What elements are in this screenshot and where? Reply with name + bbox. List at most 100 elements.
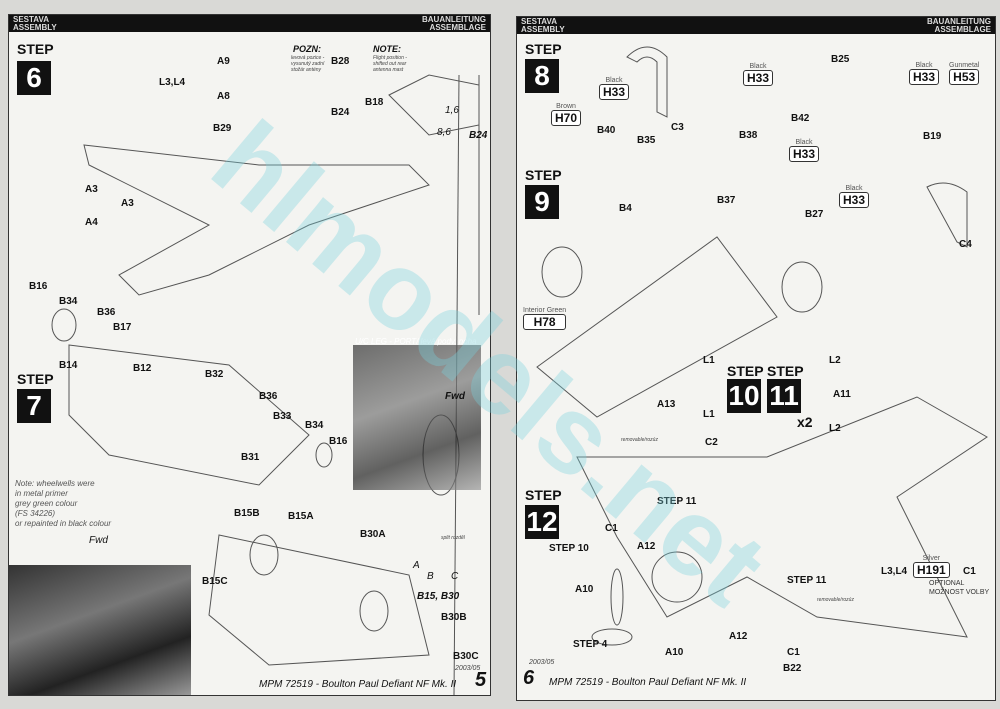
part-b31: B31 <box>241 452 260 463</box>
part-a13: A13 <box>657 399 676 410</box>
header-assembly: ASSEMBLY <box>13 23 57 32</box>
paint-color-name: Black <box>749 63 767 70</box>
wheelwell-photo <box>9 565 191 695</box>
paint-code: H33 <box>909 69 940 85</box>
part-a8: A8 <box>217 91 230 102</box>
optional-label-cz: MOŽNOST VOLBY <box>929 589 990 596</box>
left-footer: MPM 72519 - Boulton Paul Defiant NF Mk. … <box>259 679 457 690</box>
fwd-label-photo: Fwd <box>445 391 465 402</box>
wheelwell-note: Note: wheelwells were in metal primer gr… <box>15 479 111 529</box>
note-label: NOTE: <box>373 44 401 54</box>
part-l1-2: L1 <box>703 409 715 420</box>
part-l3-l4: L3,L4 <box>881 566 908 577</box>
paint-color-name: Brown <box>556 103 576 110</box>
part-b14: B14 <box>59 360 78 371</box>
split-a: A <box>413 560 420 571</box>
part-a12: A12 <box>637 541 656 552</box>
split-label: split rozděl <box>441 535 465 541</box>
part-b27: B27 <box>805 209 824 220</box>
part-b15c: B15C <box>202 576 228 587</box>
part-l2: L2 <box>829 355 841 366</box>
part-l1: L1 <box>703 355 715 366</box>
part-b42: B42 <box>791 113 810 124</box>
paint-code: H33 <box>599 84 630 100</box>
header-sestava: SESTAVA <box>521 17 558 26</box>
paint-code: H33 <box>789 146 820 162</box>
part-a11: A11 <box>833 389 851 400</box>
part-a9: A9 <box>217 56 230 67</box>
part-b30b: B30B <box>441 612 467 623</box>
right-line-drawings <box>536 46 988 646</box>
part-b17: B17 <box>113 322 132 333</box>
fwd-label: Fwd <box>89 535 108 546</box>
split-c: C <box>451 571 459 582</box>
part-b18: B18 <box>365 97 384 108</box>
step-11-ref-2: STEP 11 <box>787 575 827 586</box>
step-10-number: 10 <box>727 379 761 413</box>
step-10-ref: STEP 10 <box>549 543 589 554</box>
part-l2-2: L2 <box>829 423 841 434</box>
part-a3-2: A3 <box>121 198 134 209</box>
step-10-label: STEP <box>727 363 764 379</box>
page-number-6: 6 <box>523 667 535 689</box>
step-6-label: STEP <box>17 41 54 57</box>
part-b36-2: B36 <box>259 391 278 402</box>
step-9-number: 9 <box>525 185 559 219</box>
part-a12-2: A12 <box>729 631 748 642</box>
paint-code: H78 <box>523 314 567 330</box>
part-b33: B33 <box>273 411 292 422</box>
part-b16: B16 <box>29 281 48 292</box>
pozn-text: levová pozice - vysunutý zadní stožár an… <box>291 55 325 73</box>
paint-color-name: Black <box>605 77 623 84</box>
part-b32: B32 <box>205 369 224 380</box>
step-4-ref: STEP 4 <box>573 639 608 650</box>
part-b35: B35 <box>637 135 656 146</box>
step-8-number: 8 <box>525 59 559 93</box>
header-sestava: SESTAVA <box>13 15 50 24</box>
part-b16-2: B16 <box>329 436 348 447</box>
part-c3: C3 <box>671 122 684 133</box>
paint-code: H53 <box>949 69 980 85</box>
part-a3: A3 <box>85 184 98 195</box>
part-b22: B22 <box>783 663 802 674</box>
part-c2: C2 <box>705 437 718 448</box>
header-bauanleitung: BAUANLEITUNG <box>927 17 991 26</box>
part-a4: A4 <box>85 217 98 228</box>
part-c1-3: C1 <box>787 647 800 658</box>
part-b24-tail: B24 <box>469 130 488 141</box>
part-b34: B34 <box>59 296 78 307</box>
paint-color-name: Black <box>915 62 933 69</box>
header-assembly: ASSEMBLY <box>521 25 565 34</box>
note-line: grey green colour <box>15 499 78 508</box>
right-date: 2003/05 <box>529 659 555 666</box>
part-l3-l4: L3,L4 <box>159 77 186 88</box>
quantity-x2: x2 <box>797 414 813 430</box>
part-b19: B19 <box>923 131 942 142</box>
part-b40: B40 <box>597 125 616 136</box>
removable-label: removable/rozúz <box>621 437 658 443</box>
uc-leg-label: U/C LEG - PORT/ levá podv. noha <box>355 337 477 346</box>
part-b37: B37 <box>717 195 736 206</box>
header-assemblage: ASSEMBLAGE <box>429 23 486 32</box>
step-12-number: 12 <box>525 505 559 539</box>
part-b28: B28 <box>331 56 350 67</box>
step-7-number: 7 <box>17 389 51 423</box>
part-b12: B12 <box>133 363 152 374</box>
dim-8-6: 8,6 <box>437 127 451 138</box>
part-b36: B36 <box>97 307 116 318</box>
paint-color-name: Interior Green <box>523 307 567 314</box>
uc-leg-photo <box>353 345 481 490</box>
part-b30c: B30C <box>453 651 479 662</box>
paint-color-name: Black <box>795 139 813 146</box>
step-7-label: STEP <box>17 371 54 387</box>
part-c1: C1 <box>605 523 618 534</box>
